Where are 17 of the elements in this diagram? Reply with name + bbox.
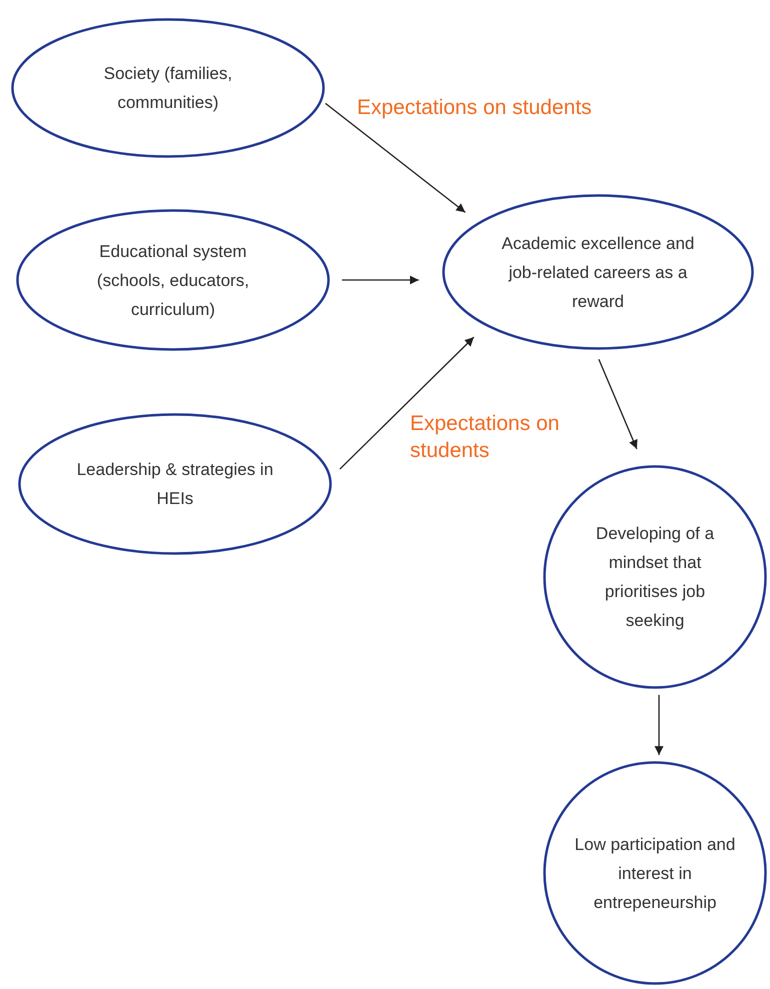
ellipse-node: [16, 209, 330, 351]
arrow: [654, 694, 664, 756]
node-label: Leadership & strategies in HEIs: [76, 459, 274, 510]
circle-node: [543, 761, 767, 985]
node-label: Developing of a mindset that prioritises job seeking: [594, 523, 716, 632]
ellipse-node: [11, 18, 325, 158]
arrow: [325, 102, 466, 213]
node-label: Academic excellence and job-related careers as a reward: [500, 232, 696, 312]
ellipse-node: [442, 194, 754, 350]
node-label: Society (families, communities): [102, 63, 234, 114]
ellipse-node: [18, 413, 332, 555]
node-label: Low participation and interest in entrepeneurship: [574, 834, 736, 914]
arrow: [339, 336, 474, 470]
arrow: [598, 358, 638, 450]
circle-node: [543, 465, 767, 689]
arrow: [342, 276, 419, 284]
node-label: Educational system (schools, educators, curriculum): [96, 240, 250, 320]
